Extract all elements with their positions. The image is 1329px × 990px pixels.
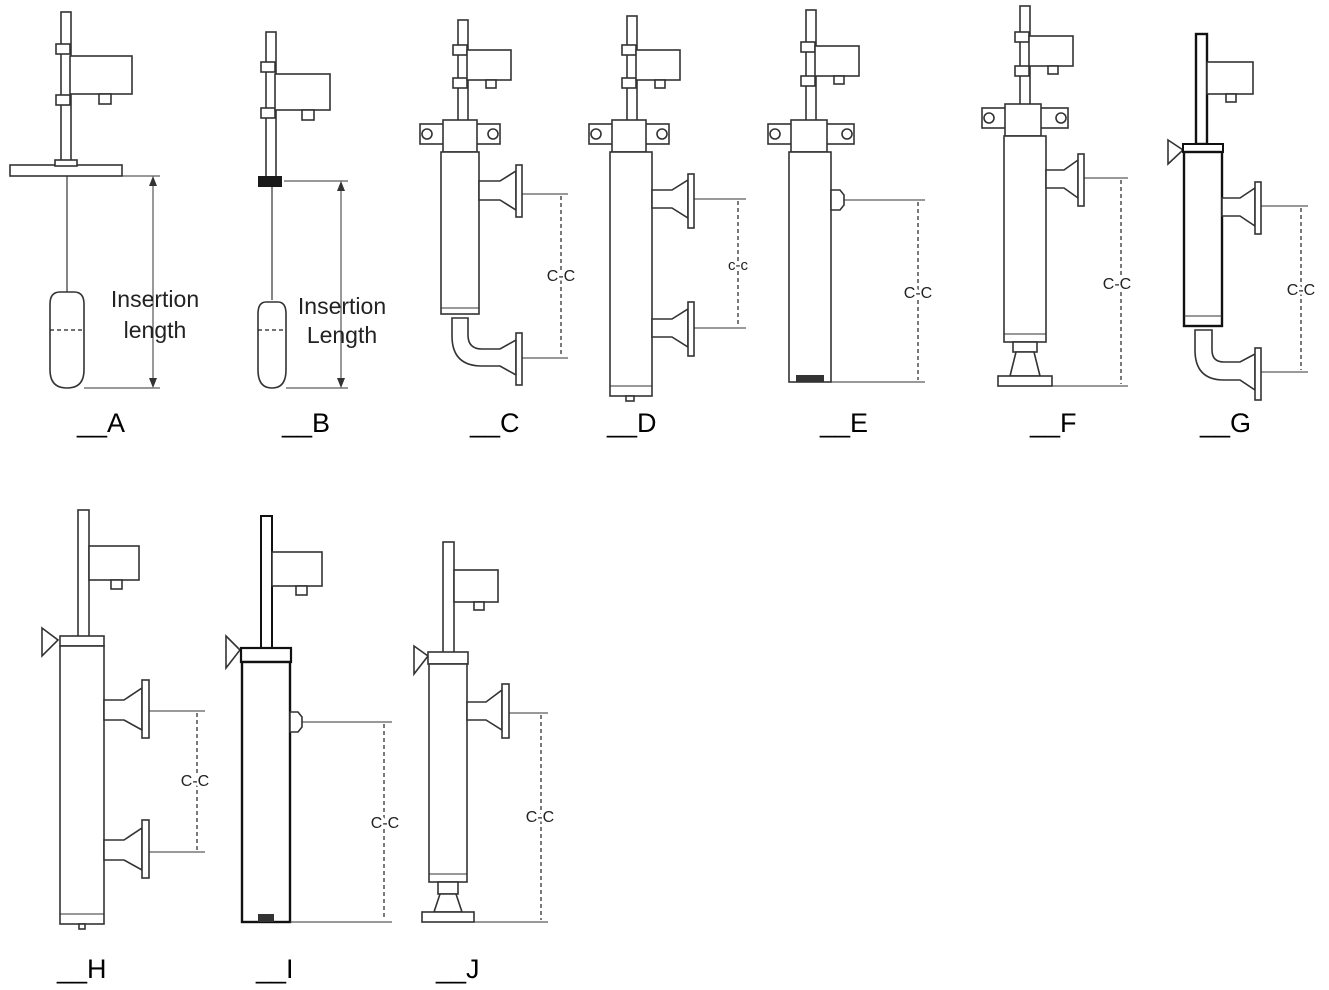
option-label-h: __H [57,954,107,984]
dim-label-a-line1: Insertion [111,286,199,312]
option-label-b: __B [282,408,331,438]
dim-label-h: C-C [181,773,209,790]
dim-label-f: C-C [1103,276,1131,293]
drawing-i: C-C [225,515,402,924]
drawing-j: C-C [413,541,557,923]
option-label-j: __J [436,954,480,984]
option-label-i: __I [256,954,294,984]
drawing-c: C-C [419,19,578,386]
drawing-b: Insertion Length [257,31,386,389]
drawing-a: Insertion length [9,11,199,389]
dim-label-d: c-c [728,257,748,274]
option-label-g: __G [1200,408,1252,438]
dim-label-i: C-C [371,815,399,832]
drawing-h: C-C [41,509,212,930]
option-label-a: __A [77,408,126,438]
option-label-c: __C [470,408,520,438]
drawing-e: C-C [767,9,935,383]
dim-label-g: C-C [1287,282,1315,299]
dim-label-a-line2: length [124,317,187,343]
drawing-g: C-C [1167,32,1318,401]
drawing-d: c-c [588,15,751,402]
dim-label-e: C-C [904,285,932,302]
drawing-f: C-C [981,5,1134,387]
dim-label-b-line1: Insertion [298,293,386,319]
option-label-e: __E [820,408,869,438]
dim-label-j: C-C [526,809,554,826]
dim-label-b-line2: Length [307,322,377,348]
dim-label-c: C-C [547,268,575,285]
option-label-d: __D [607,408,657,438]
option-label-f: __F [1030,408,1077,438]
